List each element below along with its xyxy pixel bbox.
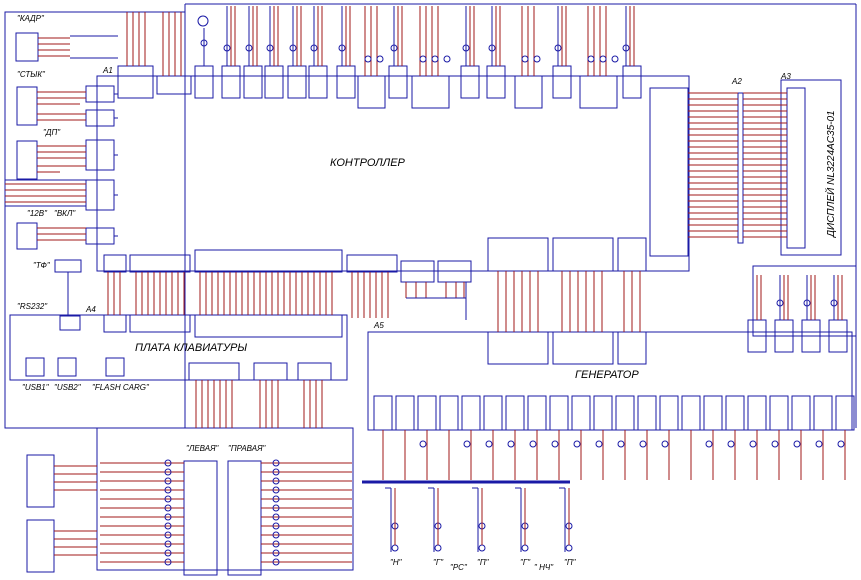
controller-keyboard-wires: [107, 271, 641, 332]
a2-connector: [737, 92, 744, 244]
left-bus-lines: [5, 35, 118, 316]
left-connectors: [15, 32, 125, 377]
label-g1: "Г": [433, 558, 444, 567]
label-n: "Н": [390, 558, 403, 567]
bottom-left-frame: [96, 427, 354, 571]
label-kadr: "КАДР": [17, 14, 45, 23]
generator-board: [367, 331, 853, 431]
label-rs: "РС": [450, 563, 468, 572]
output-red-lines: [394, 488, 570, 545]
display-module: [780, 79, 842, 256]
label-p1: "П": [477, 558, 490, 567]
label-levaya: "ЛЕВАЯ": [186, 444, 220, 453]
display-wires: [688, 92, 787, 238]
left-frame: [4, 11, 186, 429]
a1-right-connector: [649, 87, 689, 257]
label-usb2: "USB2": [54, 383, 82, 392]
label-usb1: "USB1": [22, 383, 50, 392]
generator-bottom-diodes: [419, 440, 845, 448]
side-panels: [26, 454, 262, 576]
display-connector: [786, 87, 806, 249]
label-12v: "12В": [27, 209, 48, 218]
label-g2: "Г": [520, 558, 531, 567]
label-flash: "FLASH CARG": [92, 383, 150, 392]
label-dp: "ДП": [43, 128, 61, 137]
top-diodes: [197, 15, 630, 63]
top-connectors: [117, 65, 642, 109]
label-nch: " НЧ": [534, 563, 554, 572]
title-controller: КОНТРОЛЛЕР: [330, 157, 406, 169]
top-wires: [126, 6, 635, 76]
title-generator: ГЕНЕРАТОР: [575, 369, 639, 381]
label-p2: "П": [564, 558, 577, 567]
output-lines: [385, 487, 573, 552]
rs-wires: [406, 282, 467, 320]
controller-board: [96, 75, 690, 272]
generator-right-wires: [756, 275, 843, 320]
keyboard-lower-wires: [195, 380, 323, 428]
generator-bottom-connectors: [373, 395, 855, 431]
label-a5: A5: [373, 321, 384, 330]
side-panel-diodes: [164, 459, 280, 566]
label-rs232: "RS232": [17, 302, 48, 311]
label-a4: A4: [85, 305, 96, 314]
label-vkl: "ВКЛ": [54, 209, 76, 218]
label-pravaya: "ПРАВАЯ": [228, 444, 267, 453]
controller-bottom-connectors: [103, 237, 647, 381]
label-styk: "СТЫК": [17, 70, 46, 79]
label-a3: A3: [780, 72, 791, 81]
label-tf: "ТФ": [33, 261, 51, 270]
label-a1: A1: [102, 66, 113, 75]
generator-bottom-wires: [382, 430, 846, 480]
title-keyboard: ПЛАТА КЛАВИАТУРЫ: [135, 342, 247, 354]
left-wires: [5, 37, 86, 241]
side-panel-wires: [54, 462, 352, 563]
generator-right-connectors: [747, 275, 848, 353]
label-a2: A2: [731, 77, 742, 86]
title-display: ДИСПЛЕЙ NL3224AC35-01: [824, 110, 837, 238]
